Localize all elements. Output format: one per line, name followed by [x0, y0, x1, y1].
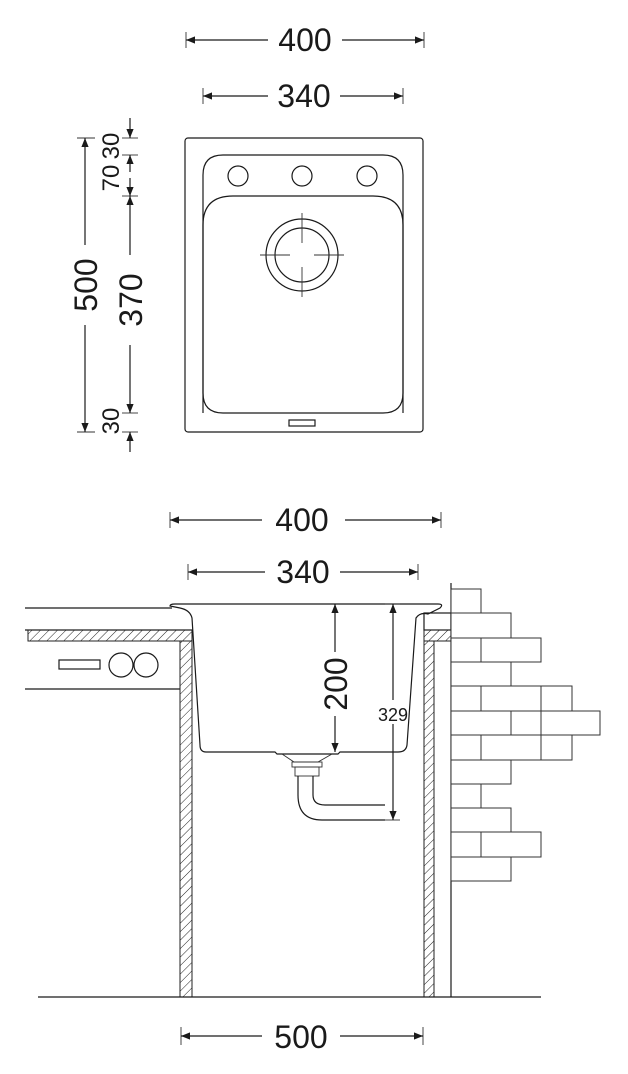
drain-siphon	[281, 753, 385, 821]
dimension-section-width-400: 400	[169, 502, 442, 538]
dimension-label: 400	[278, 22, 331, 58]
countertop-right	[423, 629, 452, 642]
tap-hole-right	[356, 165, 378, 187]
dimension-bowl-depth-200: 200	[318, 604, 354, 752]
top-view: 400 340	[68, 22, 425, 452]
dimension-label: 30	[98, 408, 125, 435]
dimension-label: 340	[277, 78, 330, 114]
dimension-label: 400	[275, 502, 328, 538]
brick-wall	[450, 583, 601, 997]
dimension-label: 500	[68, 258, 104, 311]
section-view: 400 340	[25, 502, 601, 1055]
drain-icon	[260, 213, 344, 297]
dimension-label: 500	[274, 1019, 327, 1055]
dimension-label: 30	[98, 133, 125, 160]
overflow-slot	[288, 419, 316, 427]
dimension-label: 200	[318, 657, 354, 710]
control-knob	[108, 652, 134, 678]
cabinet-wall-left	[179, 640, 193, 998]
countertop-edge-right	[423, 612, 452, 631]
countertop-left	[25, 607, 193, 690]
sink-outer-rim	[184, 137, 424, 433]
dimension-cabinet-width-500: 500	[180, 1019, 424, 1055]
dimension-label: 329	[378, 705, 408, 725]
dimension-section-width-340: 340	[187, 554, 419, 590]
dimension-top-depth-500: 500	[68, 137, 104, 433]
dimension-label: 70	[98, 165, 125, 192]
dimension-label: 340	[276, 554, 329, 590]
display-slot	[58, 659, 101, 670]
control-knob	[133, 652, 159, 678]
sink-deck	[202, 154, 404, 413]
cabinet-wall-right	[423, 640, 435, 998]
tap-hole-center	[291, 165, 313, 187]
appliance-control-panel	[58, 652, 159, 678]
dimension-top-width-400: 400	[185, 22, 425, 58]
tap-hole-left	[227, 165, 249, 187]
dimension-siphon-329: 329	[378, 603, 408, 821]
dimension-top-deck-340: 340	[202, 78, 404, 114]
dimension-label: 370	[113, 273, 149, 326]
dimension-top-chain: 30 70 370 30	[98, 118, 149, 452]
sink-bowl-outline	[202, 195, 404, 414]
sink-section	[169, 603, 443, 755]
